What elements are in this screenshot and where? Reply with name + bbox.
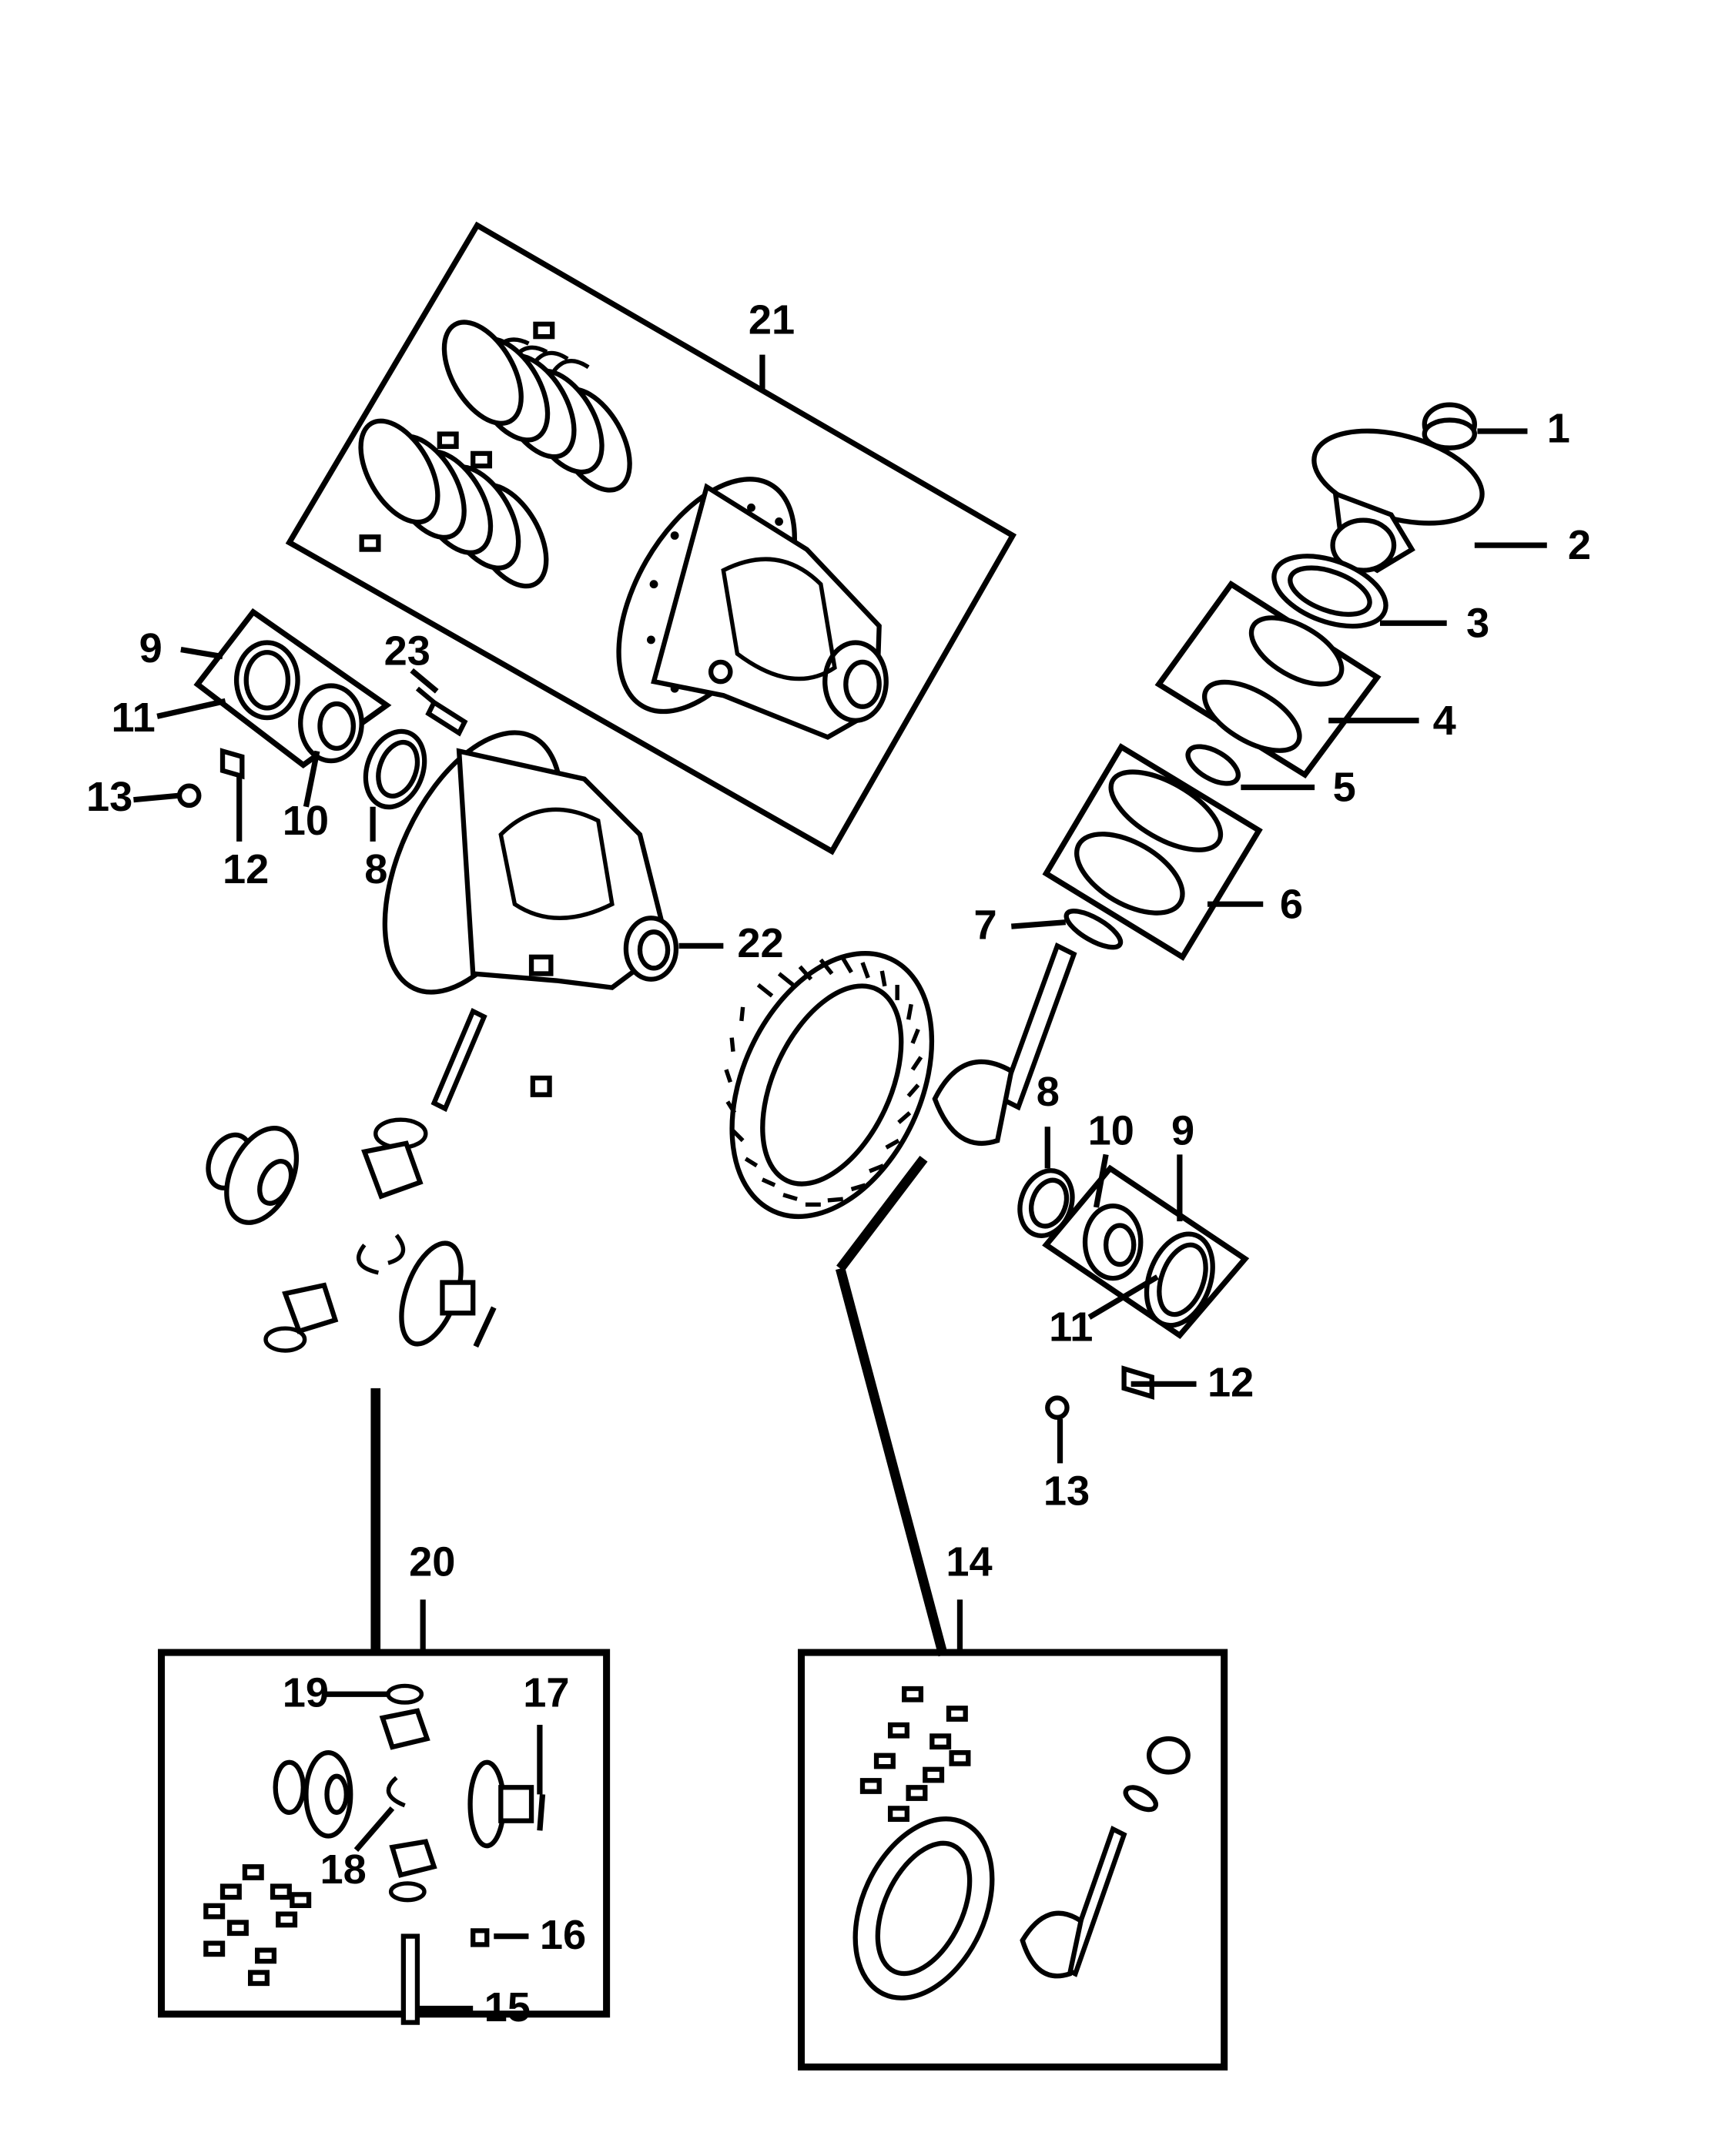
callout-15: 15 [484, 1984, 531, 2030]
callout-19: 19 [283, 1670, 329, 1716]
callout-21: 21 [749, 297, 795, 343]
thrust-washer-lower [263, 1326, 307, 1353]
link-line-14-pinion [836, 1155, 928, 1272]
c-clip [356, 1234, 406, 1275]
callout-13-left: 13 [86, 774, 132, 820]
differential-case-22 [382, 730, 724, 995]
kit20-washer-lower [388, 1881, 427, 1903]
callout-22: 22 [737, 920, 783, 966]
kit14-pinion-head [1020, 1910, 1084, 1979]
callout-8-left: 8 [364, 846, 387, 892]
callout-4: 4 [1433, 698, 1456, 744]
bolt-left [176, 783, 202, 808]
kit20-lock-bolt [471, 1928, 490, 1947]
kit14-shim [1123, 1785, 1158, 1813]
callout-10-right: 10 [1088, 1108, 1134, 1154]
cross-shaft [430, 1007, 487, 1113]
bearing-kit-box-6 [1042, 743, 1263, 961]
kit-20-box [158, 1649, 611, 2018]
front-bearing-cup [1202, 679, 1302, 753]
kit-14-box [798, 1649, 1228, 2071]
callouts: 1 2 3 4 5 6 7 8 8 9 9 10 10 11 11 12 12 … [86, 297, 1591, 2030]
left-bearing-group [133, 608, 468, 842]
snap-ring [473, 1306, 497, 1348]
right-column [1011, 402, 1547, 961]
kit20-pinion-lower [389, 1839, 437, 1878]
bearing-kit-box-right [1042, 1164, 1250, 1339]
callout-16: 16 [540, 1912, 586, 1958]
pinion-head [932, 1059, 1014, 1146]
callout-2: 2 [1568, 522, 1591, 568]
callout-1: 1 [1547, 405, 1570, 451]
callout-8-right: 8 [1037, 1069, 1060, 1115]
callout-17: 17 [523, 1670, 569, 1716]
pinion-mate-lower [282, 1282, 339, 1334]
lock-bolt [530, 1075, 552, 1097]
callout-9-left: 9 [139, 625, 162, 671]
callout-11-left: 11 [112, 695, 156, 741]
callout-5: 5 [1333, 765, 1356, 811]
bearing-kit-box-left [193, 608, 392, 769]
callout-3: 3 [1466, 600, 1489, 646]
ring-and-pinion [724, 942, 1077, 1220]
bolt-23 [415, 686, 468, 737]
callout-14: 14 [946, 1539, 992, 1585]
clutch-pack-lower [358, 418, 549, 589]
pinion-shim [1063, 909, 1124, 950]
pinion-shaft [998, 942, 1077, 1111]
limited-slip-case [616, 477, 889, 740]
kit20-washer [386, 1683, 424, 1705]
kit20-thrust-washer [273, 1759, 306, 1815]
rear-bearing-cup [1108, 769, 1224, 852]
callout-11-right: 11 [1049, 1304, 1093, 1350]
callout-20: 20 [409, 1539, 455, 1585]
kit20-bolt-cluster [203, 1864, 312, 1987]
callout-12-left: 12 [223, 846, 269, 892]
bracket-left [219, 748, 245, 780]
callout-18: 18 [320, 1846, 366, 1893]
bolt-right [1045, 1395, 1070, 1420]
kit14-bolt-cluster [859, 1686, 971, 1822]
front-bearing-cone [1248, 615, 1345, 687]
rear-bearing-cone [1074, 832, 1185, 916]
kit-21-group [285, 221, 1017, 855]
right-bearing-group [1017, 1127, 1250, 1464]
link-line-14 [835, 1267, 948, 1657]
kit-14-group [798, 1599, 1228, 2071]
callout-12-right: 12 [1208, 1360, 1254, 1406]
kit14-pinion-nut [1146, 1736, 1191, 1775]
collapsible-spacer [1185, 744, 1241, 786]
clutch-pack-upper [437, 320, 632, 493]
pinion-mate-upper [361, 1140, 424, 1200]
kit20-c-clip [386, 1776, 406, 1808]
callout-13-right: 13 [1043, 1468, 1090, 1515]
kit20-pinion-upper [379, 1708, 430, 1750]
callout-23: 23 [384, 628, 430, 674]
kit20-cross-shaft [400, 1933, 420, 2025]
callout-9-right: 9 [1171, 1108, 1194, 1154]
callout-7: 7 [974, 902, 997, 948]
kit-20-group [158, 1599, 611, 2025]
kit-21-box [285, 221, 1017, 855]
internal-gears-left [206, 1007, 552, 1353]
callout-6: 6 [1280, 881, 1303, 927]
callout-10-left: 10 [283, 798, 329, 844]
